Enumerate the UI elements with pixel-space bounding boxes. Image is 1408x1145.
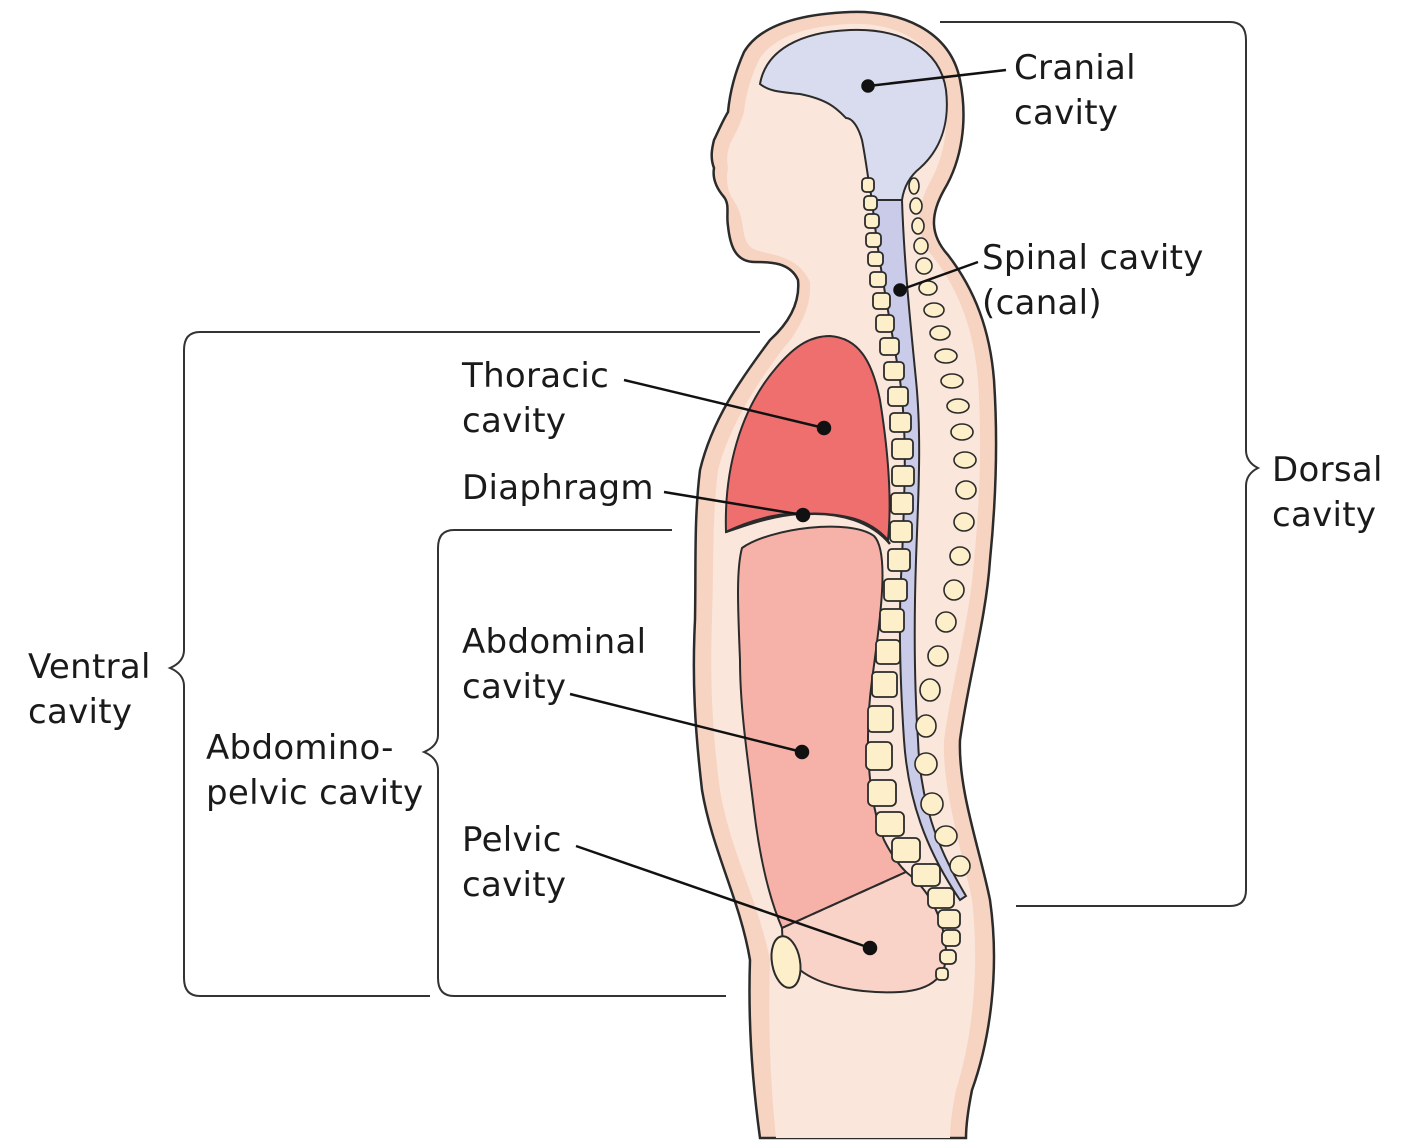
label-thoracic-line2: cavity	[462, 401, 567, 441]
label-spinal-line2: (canal)	[982, 283, 1102, 323]
ventral-bracket	[167, 331, 760, 997]
leader-lines	[569, 68, 1007, 956]
label-abdominopelvic-line2: pelvic cavity	[206, 773, 424, 813]
abdominopelvic-bracket	[421, 529, 726, 997]
label-pelvic-cavity: Pelvic cavity	[462, 818, 566, 908]
label-pelvic-line1: Pelvic	[462, 820, 562, 860]
label-diaphragm-line1: Diaphragm	[462, 468, 654, 508]
label-pelvic-line2: cavity	[462, 865, 567, 905]
dorsal-bracket	[940, 21, 1261, 907]
label-abdominopelvic-cavity: Abdomino- pelvic cavity	[206, 726, 423, 816]
label-ventral-cavity: Ventral cavity	[28, 645, 151, 735]
label-dorsal-line1: Dorsal	[1272, 450, 1383, 490]
label-spinal-cavity: Spinal cavity (canal)	[982, 236, 1204, 326]
label-abdominal-cavity: Abdominal cavity	[462, 620, 646, 710]
label-ventral-line1: Ventral	[28, 647, 151, 687]
label-dorsal-line2: cavity	[1272, 495, 1377, 535]
label-ventral-line2: cavity	[28, 692, 133, 732]
label-cranial-line1: Cranial	[1014, 48, 1136, 88]
pelvic-boundary-dashed	[781, 871, 907, 929]
pubic-bone	[770, 935, 802, 989]
label-dorsal-cavity: Dorsal cavity	[1272, 448, 1383, 538]
label-thoracic-cavity: Thoracic cavity	[462, 354, 609, 444]
vertebral-processes	[908, 177, 977, 877]
label-spinal-line1: Spinal cavity	[982, 238, 1204, 278]
label-cranial-cavity: Cranial cavity	[1014, 46, 1136, 136]
label-abdominal-line1: Abdominal	[462, 622, 647, 662]
vertebral-bodies	[861, 177, 961, 981]
label-abdominopelvic-line1: Abdomino-	[206, 728, 394, 768]
label-thoracic-line1: Thoracic	[462, 356, 610, 396]
label-abdominal-line2: cavity	[462, 667, 567, 707]
cranial-cavity-shape	[758, 28, 948, 201]
label-cranial-line2: cavity	[1014, 93, 1119, 133]
label-diaphragm: Diaphragm	[462, 466, 654, 511]
